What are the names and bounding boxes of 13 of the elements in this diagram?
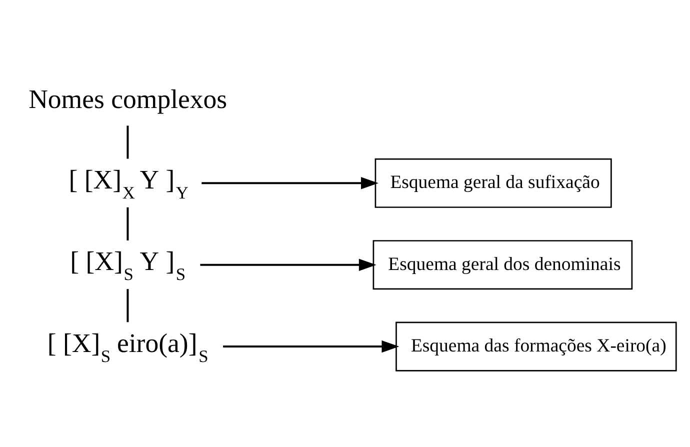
connector	[126, 125, 129, 158]
connector	[126, 288, 129, 322]
arrow	[202, 176, 378, 189]
arrow	[200, 258, 376, 270]
node-text: [ [X]$_{X}$ Y ]$_{Y}$	[68, 164, 188, 202]
node-text: Nomes complexos	[28, 84, 228, 114]
node-box: Esquema das formações X-eiro(a)	[396, 321, 677, 371]
node-box: Esquema geral da sufixação	[374, 158, 612, 208]
node-box: Esquema geral dos denominais	[372, 240, 633, 290]
connector	[126, 206, 129, 240]
arrow	[223, 340, 400, 352]
node-text: [ [X]$_{S}$ Y ]$_{S}$	[70, 246, 186, 284]
node-text: [ [X]$_{S}$ eiro(a)]$_{S}$	[47, 327, 208, 366]
